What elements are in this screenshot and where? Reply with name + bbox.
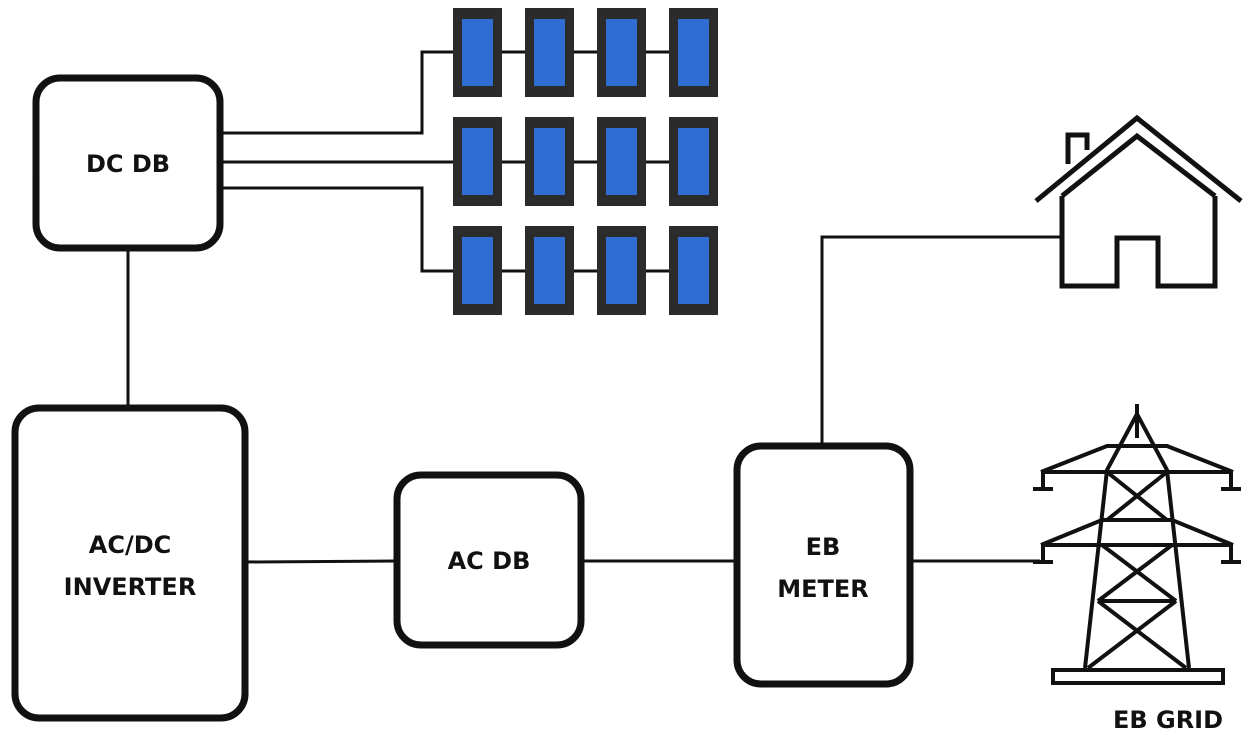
wire-dcdb-row1 (220, 50, 455, 135)
wire-dcdb-row3 (220, 186, 455, 273)
solar-panel-icon (453, 117, 502, 206)
solar-panel-icon (597, 117, 646, 206)
house-icon (1034, 114, 1243, 289)
solar-panel-icon (453, 226, 502, 315)
wire-inverter-acdb (244, 559, 397, 564)
eb-grid-label: EB GRID (1113, 706, 1223, 731)
transmission-tower-icon (1033, 404, 1241, 685)
eb-meter-label-line2: METER (777, 575, 869, 603)
solar-panel-icon (597, 8, 646, 97)
inverter-block: AC/DC INVERTER (11, 404, 249, 722)
ac-db-label: AC DB (448, 547, 531, 575)
solar-panel-icon (525, 117, 574, 206)
solar-panel-icon (453, 8, 502, 97)
solar-panel-icon (597, 226, 646, 315)
solar-panel-icon (669, 8, 718, 97)
solar-panel-icon (525, 226, 574, 315)
wires (126, 50, 1062, 564)
solar-panel-array (453, 8, 718, 315)
dc-db-label: DC DB (86, 150, 170, 178)
solar-panel-icon (525, 8, 574, 97)
inverter-label-line1: AC/DC (89, 531, 172, 559)
eb-meter-label-line1: EB (806, 533, 841, 561)
inverter-label-line2: INVERTER (64, 573, 197, 601)
ac-db-block: AC DB (393, 471, 585, 649)
solar-panel-icon (669, 226, 718, 315)
eb-meter-block: EB METER (733, 442, 914, 688)
solar-panel-icon (669, 117, 718, 206)
dc-db-block: DC DB (32, 74, 224, 252)
wire-meter-house (820, 235, 1062, 444)
